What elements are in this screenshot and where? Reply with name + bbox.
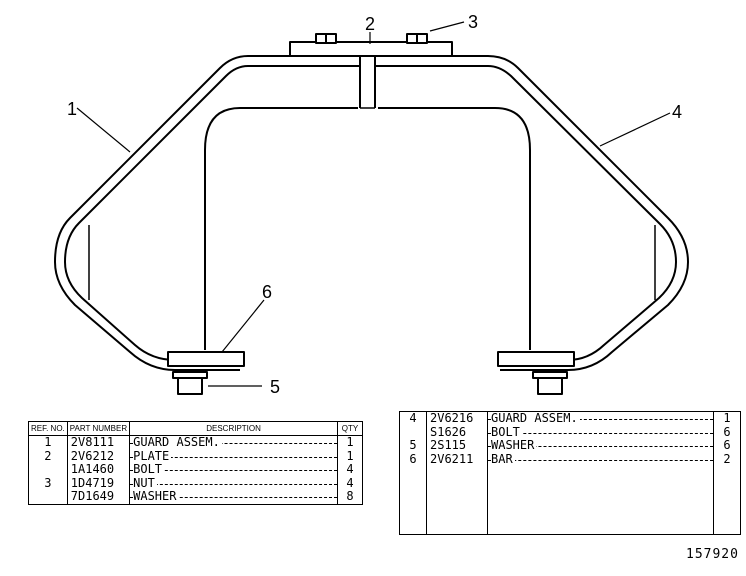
bar-right xyxy=(497,351,575,367)
table-row: 4 2V6216 GUARD ASSEM. 1 xyxy=(399,411,741,426)
right-guard-outer xyxy=(375,55,689,371)
part-number-cell: 1D4719 xyxy=(66,476,131,490)
ref-cell xyxy=(28,490,68,504)
qty-cell: 1 xyxy=(713,411,741,426)
guard-assembly-drawing xyxy=(54,21,689,395)
table-row: 6 2V6211 BAR 2 xyxy=(399,452,741,466)
qty-cell: 2 xyxy=(713,452,741,466)
description-cell: WASHER xyxy=(487,439,714,453)
callout-6: 6 xyxy=(262,282,273,302)
callout-3: 3 xyxy=(468,12,479,32)
part-number-cell: 2V6212 xyxy=(66,449,131,463)
parts-table-left: REF. NO. PART NUMBER DESCRIPTION QTY 1 2… xyxy=(28,421,363,505)
qty-cell: 6 xyxy=(713,425,741,439)
header-description: DESCRIPTION xyxy=(129,421,338,436)
left-inner-leg xyxy=(204,107,358,350)
description-cell: GUARD ASSEM. xyxy=(129,435,338,450)
part-number-cell: 2V6211 xyxy=(426,452,488,466)
qty-cell: 1 xyxy=(337,449,363,463)
part-number-cell: 2S115 xyxy=(426,438,488,453)
description-cell: BAR xyxy=(487,452,714,466)
left-guard-inner xyxy=(64,65,361,361)
part-number-cell: 2V8111 xyxy=(66,435,131,450)
ref-cell xyxy=(28,463,68,477)
qty-cell: 4 xyxy=(337,476,363,490)
bolt-right-nut xyxy=(537,377,563,395)
ref-cell: 6 xyxy=(399,452,427,466)
ref-cell: 3 xyxy=(28,476,68,490)
qty-cell: 4 xyxy=(337,462,363,477)
plate xyxy=(289,41,453,57)
part-number-cell: S1626 xyxy=(426,425,488,439)
table-row: 5 2S115 WASHER 6 xyxy=(399,438,741,453)
description-cell: WASHER xyxy=(129,490,338,504)
ref-cell: 4 xyxy=(399,411,427,426)
table-row: 2 2V6212 PLATE 1 xyxy=(28,449,363,463)
table-row: 1 2V8111 GUARD ASSEM. 1 xyxy=(28,435,363,450)
description-cell: BOLT xyxy=(487,425,714,439)
ref-cell: 5 xyxy=(399,438,427,453)
bar-left xyxy=(167,351,245,367)
header-qty: QTY xyxy=(337,421,363,436)
ref-cell: 1 xyxy=(28,435,68,450)
callout-1: 1 xyxy=(67,99,78,119)
header-part-number: PART NUMBER xyxy=(66,421,131,436)
description-cell: NUT xyxy=(129,476,338,490)
header-ref: REF. NO. xyxy=(28,421,68,436)
part-number-cell: 7D1649 xyxy=(66,489,131,504)
right-guard-inner xyxy=(375,65,677,361)
table-header: REF. NO. PART NUMBER DESCRIPTION QTY xyxy=(28,421,363,436)
table-row: 7D1649 WASHER 8 xyxy=(28,489,363,504)
right-inner-leg xyxy=(378,107,531,350)
part-number-cell: 2V6216 xyxy=(426,411,488,426)
bolt-left-nut xyxy=(177,377,203,395)
description-cell: BOLT xyxy=(129,463,338,477)
callout-2: 2 xyxy=(365,14,376,34)
part-number-cell: 1A1460 xyxy=(66,462,131,477)
table-filler-row xyxy=(399,466,741,535)
callout-4: 4 xyxy=(672,102,683,122)
table-row: S1626 BOLT 6 xyxy=(399,425,741,439)
qty-cell: 8 xyxy=(337,489,363,504)
table-row: 1A1460 BOLT 4 xyxy=(28,462,363,477)
callout-5: 5 xyxy=(270,377,281,397)
left-guard-outer xyxy=(54,55,361,371)
ref-cell xyxy=(399,425,427,439)
figure-number: 157920 xyxy=(686,547,739,562)
description-cell: PLATE xyxy=(129,449,338,463)
table-row: 3 1D4719 NUT 4 xyxy=(28,476,363,490)
qty-cell: 1 xyxy=(337,435,363,450)
ref-cell: 2 xyxy=(28,449,68,463)
description-cell: GUARD ASSEM. xyxy=(487,411,714,426)
parts-table-right: 4 2V6216 GUARD ASSEM. 1 S1626 BOLT 6 5 2… xyxy=(399,411,741,535)
qty-cell: 6 xyxy=(713,438,741,453)
